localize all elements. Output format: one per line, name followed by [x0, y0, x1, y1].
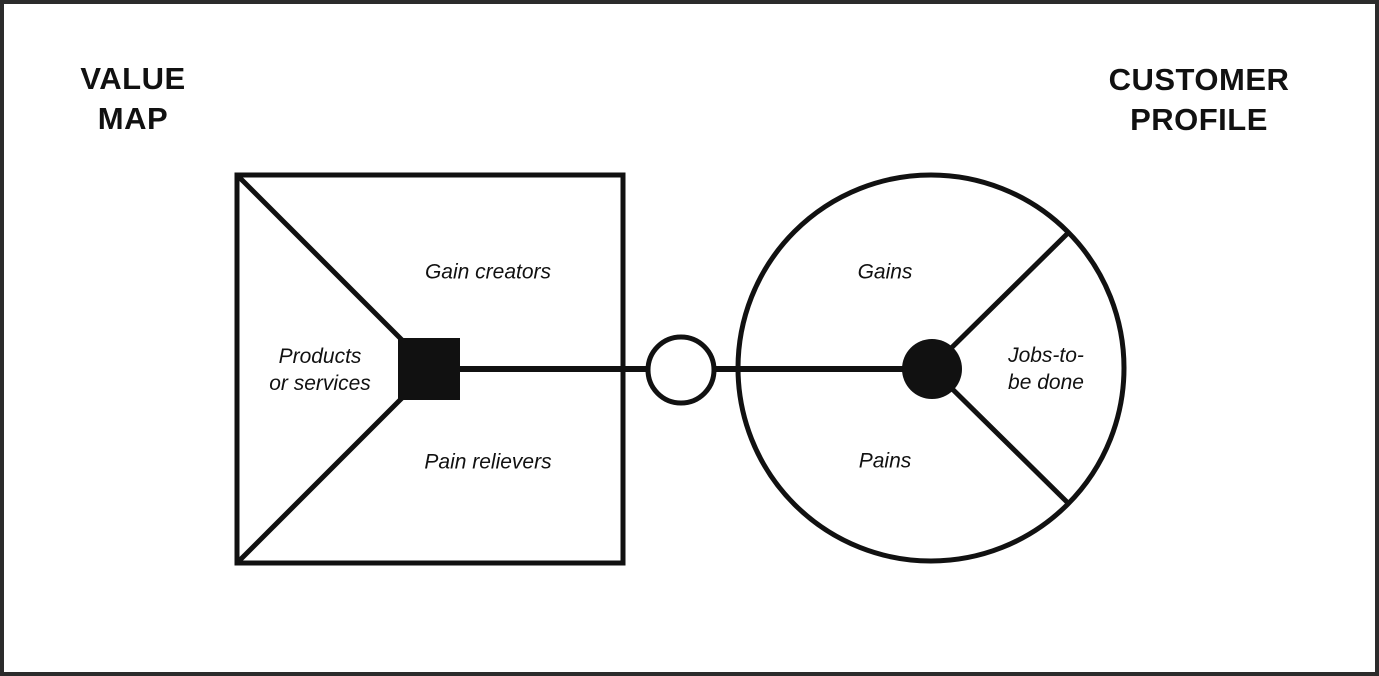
label-gains: Gains: [857, 260, 913, 284]
label-jobs-to-be-done: Jobs-to- be done: [1008, 344, 1084, 394]
label-gain-creators: Gain creators: [424, 260, 552, 284]
value-map-diagonal-top: [237, 175, 404, 342]
label-products-or-services: Products or services: [269, 345, 371, 395]
value-map-title: VALUE MAP: [80, 61, 186, 136]
customer-profile-divider-lower: [929, 366, 1071, 506]
label-pain-relievers: Pain relievers: [424, 450, 552, 474]
customer-profile-title: CUSTOMER PROFILE: [1108, 62, 1290, 137]
value-map-center-square-node: [398, 338, 460, 400]
customer-profile-divider-upper: [929, 230, 1071, 370]
fit-ring-icon: [645, 334, 717, 406]
value-map-diagonal-bottom: [237, 396, 404, 563]
customer-profile-center-dot-node: [902, 339, 962, 399]
label-pains: Pains: [858, 449, 912, 473]
